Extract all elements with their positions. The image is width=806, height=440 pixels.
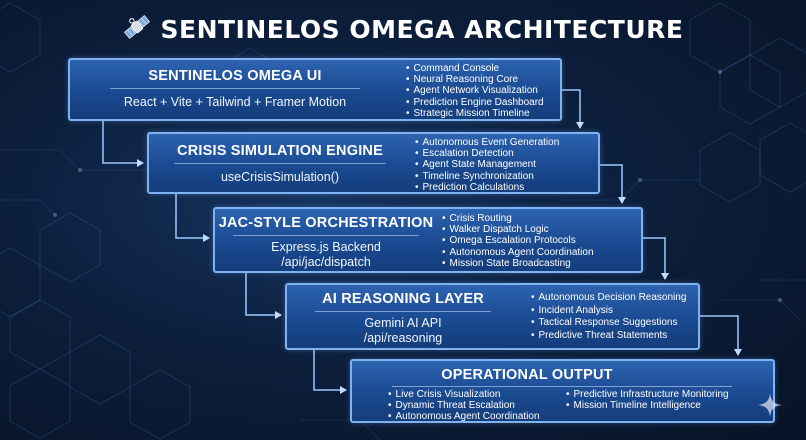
bullet-item: Autonomous Event Generation [415,137,560,148]
stage-divider [174,163,386,164]
bullet-item: Neural Reasoning Core [406,74,544,85]
stage-crisis-engine: CRISIS SIMULATION ENGINE useCrisisSimula… [147,132,600,194]
bullet-item: Live Crisis Visualization [388,389,540,400]
bullet-item: Tactical Response Suggestions [531,317,686,330]
bullet-item: Predictive Threat Statements [531,330,686,343]
stage-divider [392,386,732,387]
arrow-jac-to-ai [245,273,282,319]
stage-ai-reasoning: AI REASONING LAYER Gemini AI API /api/re… [285,283,700,350]
bullet-item: Autonomous Agent Coordination [388,411,540,422]
stage-title: CRISIS SIMULATION ENGINE [177,143,383,159]
stage-tech-line: Express.js Backend [271,240,381,254]
diagram-title-text: SENTINELOS OMEGA ARCHITECTURE [160,15,684,44]
bullet-item: Prediction Calculations [415,182,559,193]
stage-bullet-list: Autonomous Event Generation Escalation D… [415,137,560,193]
bullet-item: Predictive Infrastructure Monitoring [566,389,729,400]
arrow-jac-bullets-to-ai [643,237,669,280]
bullet-item: Command Console [406,63,544,74]
stage-bullet-list: Command Console Neural Reasoning Core Ag… [406,63,544,119]
diagram-title: SENTINELOS OMEGA ARCHITECTURE [0,13,806,47]
stage-title: OPERATIONAL OUTPUT [441,367,613,383]
arrow-ui-bullets-to-crisis [562,89,584,129]
stage-jac-orchestration: JAC-STYLE ORCHESTRATION Express.js Backe… [213,207,643,273]
bullet-item: Walker Dispatch Logic [442,224,594,235]
stage-bullet-list-right: Predictive Infrastructure Monitoring Mis… [566,389,729,411]
arrow-ai-bullets-to-output [700,315,742,356]
stage-divider [233,235,419,236]
stage-divider [110,88,360,89]
bullet-item: Autonomous Decision Reasoning [531,292,687,305]
stage-title: AI REASONING LAYER [322,291,484,307]
stage-tech-line: React + Vite + Tailwind + Framer Motion [123,95,347,109]
stage-ui: SENTINELOS OMEGA UI React + Vite + Tailw… [68,58,562,121]
bullet-item: Escalation Detection [415,148,559,159]
stage-endpoint-line: /api/jac/dispatch [281,255,371,269]
stage-endpoint-line: /api/reasoning [363,331,443,345]
stage-title: SENTINELOS OMEGA UI [148,68,322,84]
bullet-item: Agent State Management [415,159,559,170]
satellite-icon [123,13,151,47]
arrow-ai-to-output [313,350,347,394]
stage-bullet-list-left: Live Crisis Visualization Dynamic Threat… [388,389,540,423]
arrow-crisis-bullets-to-jac [600,164,626,204]
bullet-item: Mission State Broadcasting [442,258,594,269]
stage-bullet-list: Autonomous Decision Reasoning Incident A… [531,292,687,343]
bullet-item: Omega Escalation Protocols [442,235,594,246]
bullet-item: Strategic Mission Timeline [406,108,544,119]
stage-divider [315,311,491,312]
bullet-item: Mission Timeline Intelligence [566,400,729,411]
bullet-item: Incident Analysis [531,305,686,318]
sparkle-icon [757,392,783,423]
bullet-item: Dynamic Threat Escalation [388,400,540,411]
stage-title: JAC-STYLE ORCHESTRATION [218,215,434,231]
bullet-item: Crisis Routing [442,213,594,224]
arrow-crisis-to-jac [175,194,210,242]
bullet-item: Prediction Engine Dashboard [406,97,544,108]
bullet-item: Autonomous Agent Coordination [442,247,594,258]
bullet-item: Timeline Synchronization [415,171,559,182]
stage-bullet-list: Crisis Routing Walker Dispatch Logic Ome… [442,213,594,269]
stage-operational-output: OPERATIONAL OUTPUT Live Crisis Visualiza… [350,359,775,423]
arrow-ui-to-crisis [102,121,144,167]
stage-tech-line: Gemini AI API [364,316,442,330]
bullet-item: Agent Network Visualization [406,85,544,96]
stage-tech-line: useCrisisSimulation() [220,170,340,184]
